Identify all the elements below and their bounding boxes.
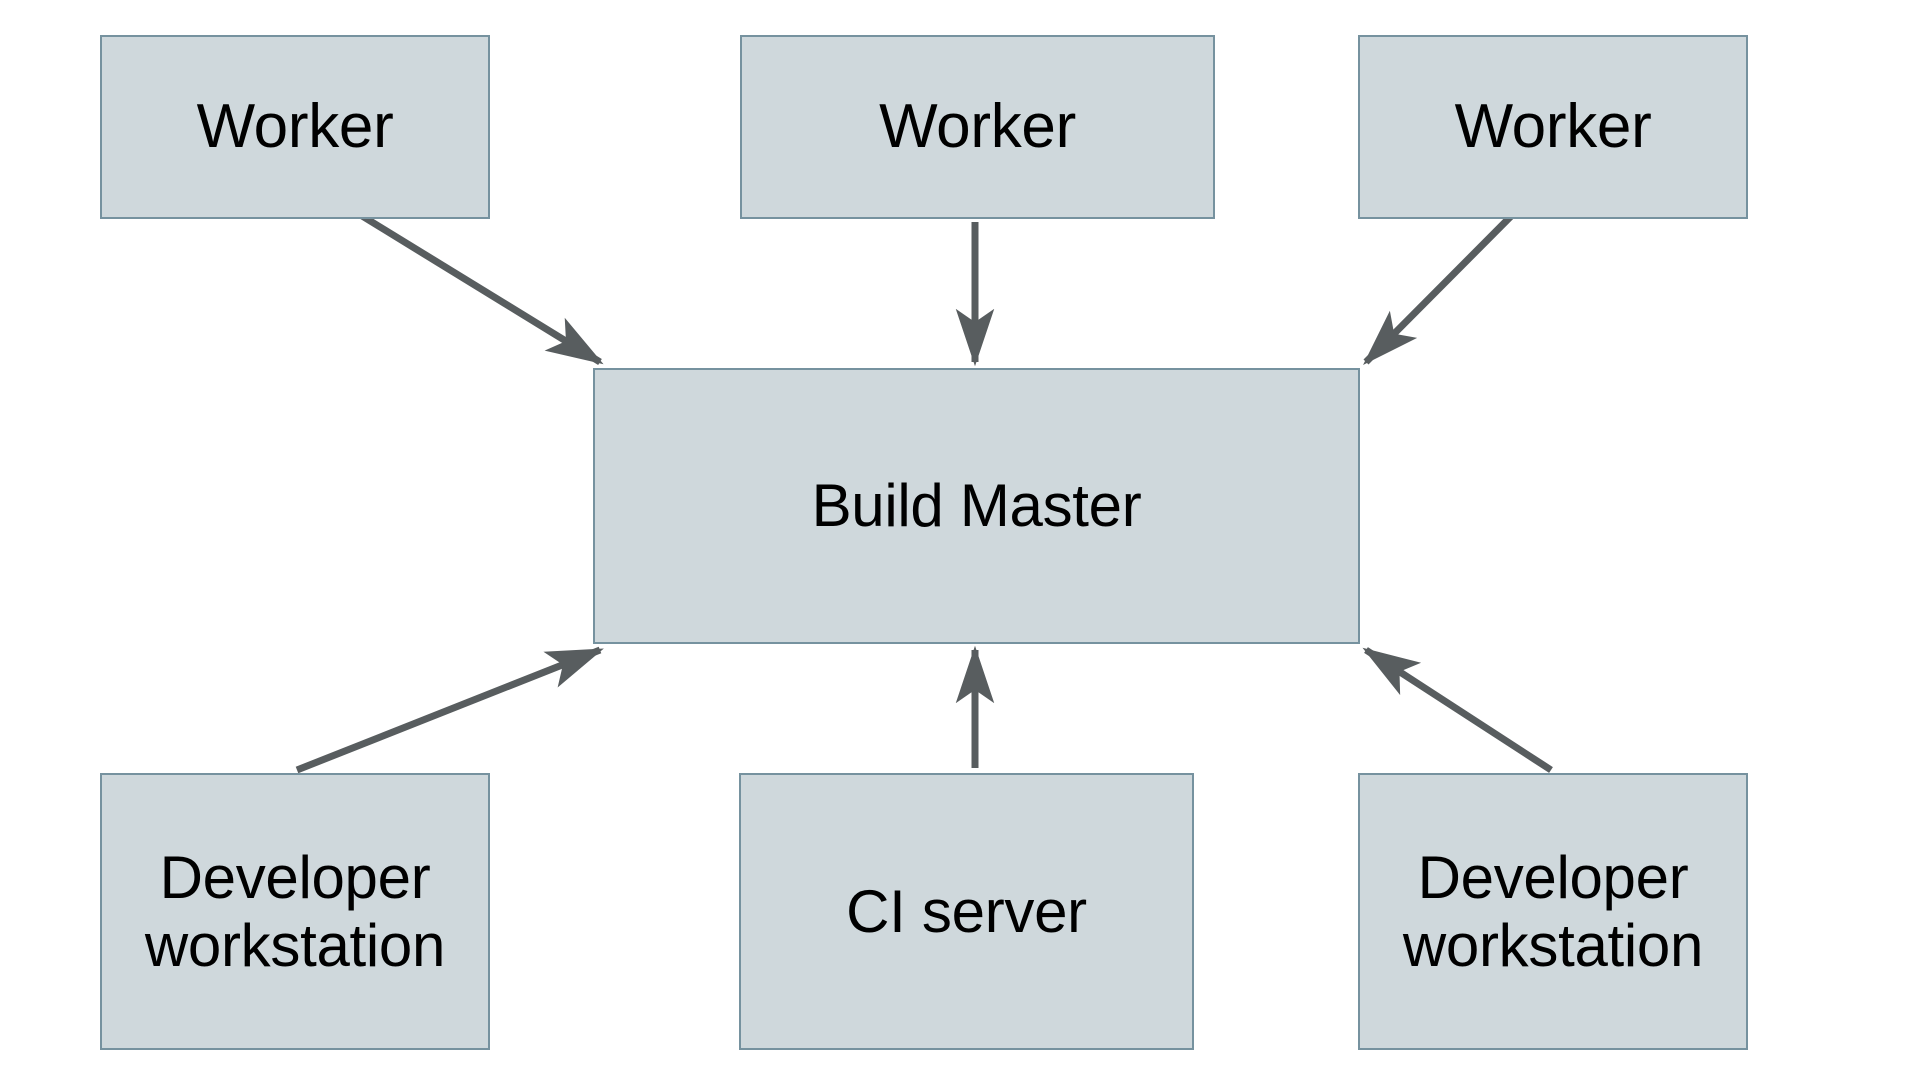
node-worker-center[interactable]: Worker [740, 35, 1215, 219]
edge-dev-left-to-master [295, 646, 604, 774]
node-label: Build Master [811, 472, 1142, 540]
node-label: Worker [1454, 91, 1652, 161]
node-ci-server[interactable]: CI server [739, 773, 1194, 1050]
node-build-master[interactable]: Build Master [593, 368, 1360, 644]
node-worker-right[interactable]: Worker [1358, 35, 1748, 219]
node-developer-workstation-left[interactable]: Developer workstation [100, 773, 490, 1050]
node-label: Developer workstation [1402, 843, 1704, 979]
edge-dev-right-to-master [1362, 647, 1553, 773]
node-label: Worker [879, 91, 1076, 161]
node-label: CI server [846, 877, 1087, 945]
node-label: Developer workstation [144, 843, 446, 979]
node-developer-workstation-right[interactable]: Developer workstation [1358, 773, 1748, 1050]
node-label: Worker [196, 91, 394, 161]
node-worker-left[interactable]: Worker [100, 35, 490, 219]
